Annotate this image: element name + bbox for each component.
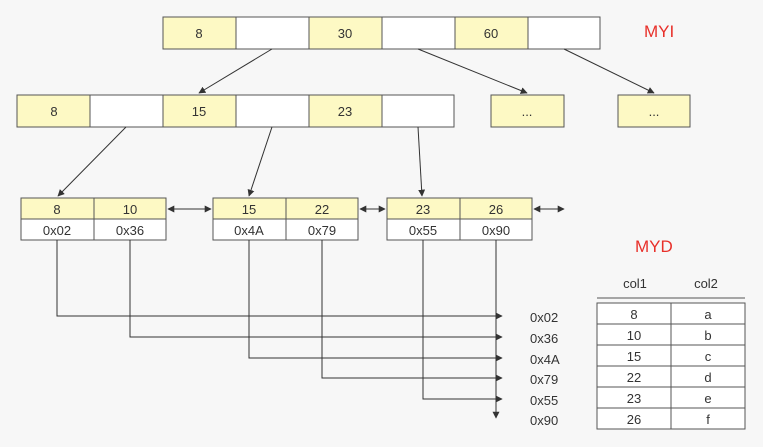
root-to-ellipsis-edge [563, 48, 655, 94]
internal-key: 23 [338, 104, 352, 119]
leaf-key: 10 [123, 202, 137, 217]
table-row-col1: 8 [630, 307, 637, 322]
leaf-address: 0x36 [116, 223, 144, 238]
leaf-address: 0x02 [43, 223, 71, 238]
root-key: 30 [338, 26, 352, 41]
data-address-label: 0x02 [530, 310, 558, 325]
root-key: 8 [195, 26, 202, 41]
table-row-col1: 15 [627, 349, 641, 364]
internal-to-leaf-edge [417, 126, 426, 197]
myi-label: MYI [644, 22, 674, 41]
table-row-col2: e [704, 391, 711, 406]
leaf-node: 15 22 0x4A 0x79 [212, 197, 359, 241]
root-key-cell [308, 16, 383, 50]
table-cell [670, 407, 746, 430]
leaf-address: 0x79 [308, 223, 336, 238]
internal-to-leaf-edge [57, 126, 127, 197]
data-address-label: 0x36 [530, 331, 558, 346]
ellipsis-label: ... [522, 104, 533, 119]
data-pointer-line [248, 240, 503, 362]
data-address-label: 0x4A [530, 352, 560, 367]
internal-node: 8 15 23 [16, 94, 455, 128]
data-pointer-line [422, 240, 503, 403]
table-row-col1: 22 [627, 370, 641, 385]
ellipsis-node [617, 94, 691, 128]
table-row-col2: c [705, 349, 712, 364]
root-key-cell [162, 16, 237, 50]
data-address-label: 0x79 [530, 372, 558, 387]
leaf-address: 0x90 [482, 223, 510, 238]
internal-pointer-cell [89, 94, 164, 128]
table-row-col2: a [704, 307, 712, 322]
data-pointer-line [321, 240, 503, 382]
leaf-key: 8 [53, 202, 60, 217]
root-node: 8 30 60 [162, 16, 601, 50]
internal-key-cell [308, 94, 383, 128]
leaf-key: 22 [315, 202, 329, 217]
data-table: col1 col2 8 a 10 b 15 c 22 d 23 e 26 f [596, 276, 746, 430]
leaf-key: 23 [416, 202, 430, 217]
table-row-col1: 26 [627, 412, 641, 427]
root-key: 60 [484, 26, 498, 41]
table-header: col2 [694, 276, 718, 291]
table-row-col1: 10 [627, 328, 641, 343]
leaf-node: 8 10 0x02 0x36 [20, 197, 167, 241]
root-key-cell [454, 16, 529, 50]
internal-key: 15 [192, 104, 206, 119]
leaf-node: 23 26 0x55 0x90 [386, 197, 533, 241]
data-address-label: 0x55 [530, 393, 558, 408]
leaf-address: 0x4A [234, 223, 264, 238]
table-header: col1 [623, 276, 647, 291]
internal-key: 8 [50, 104, 57, 119]
table-row-col2: b [704, 328, 711, 343]
table-row-col1: 23 [627, 391, 641, 406]
leaf-address: 0x55 [409, 223, 437, 238]
root-pointer-cell [235, 16, 310, 50]
table-row-col2: d [704, 370, 711, 385]
data-pointer-line [129, 240, 503, 341]
internal-key-cell [162, 94, 237, 128]
internal-to-leaf-edge [247, 126, 273, 197]
myd-label: MYD [635, 237, 673, 256]
table-row-col2: f [706, 412, 710, 427]
root-to-ellipsis-edge [417, 48, 528, 94]
internal-pointer-cell [235, 94, 310, 128]
leaf-key: 15 [242, 202, 256, 217]
root-pointer-cell [381, 16, 456, 50]
root-to-internal-edge [198, 48, 273, 94]
root-pointer-cell [527, 16, 601, 50]
ellipsis-node [490, 94, 565, 128]
leaf-key: 26 [489, 202, 503, 217]
data-address-label: 0x90 [530, 413, 558, 428]
internal-pointer-cell [381, 94, 455, 128]
data-pointer-line [56, 240, 503, 320]
ellipsis-label: ... [649, 104, 660, 119]
